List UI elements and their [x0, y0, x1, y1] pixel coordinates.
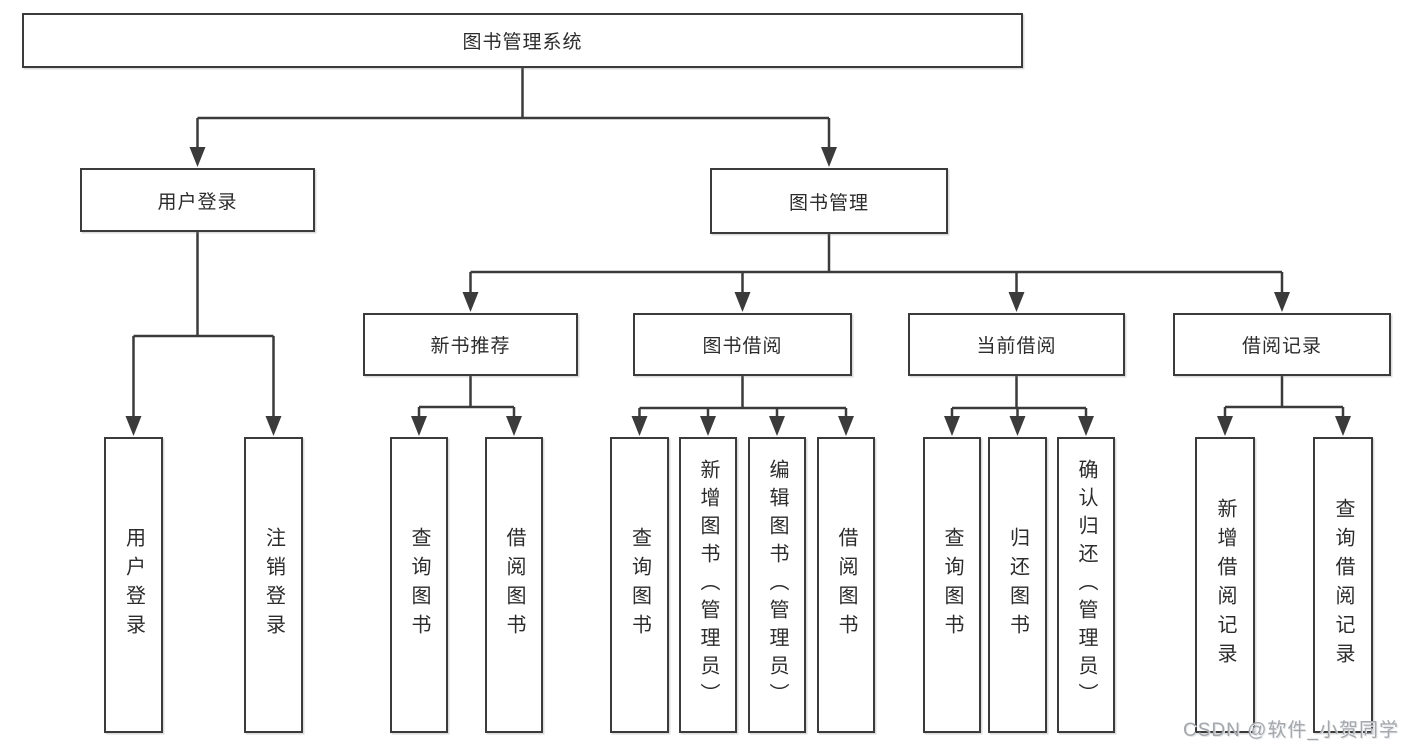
node-current-borrowing: 当前借阅 [908, 313, 1125, 376]
node-borrowing-records: 借阅记录 [1173, 313, 1391, 376]
leaf-current-query-books: 查询图书 [923, 437, 981, 733]
leaf-add-books-admin: 新增图书（管理员） [679, 437, 737, 733]
watermark-text: CSDN @软件_小贺同学 [1183, 720, 1399, 741]
leaf-add-borrow-record-label: 新增借阅记录 [1214, 498, 1236, 672]
leaf-borrowing-query-books-label: 查询图书 [628, 527, 651, 643]
leaf-query-borrow-record: 查询借阅记录 [1313, 437, 1373, 733]
leaf-add-borrow-record: 新增借阅记录 [1195, 437, 1255, 733]
node-borrowing-records-label: 借阅记录 [1241, 336, 1322, 357]
node-book-management-label: 图书管理 [788, 192, 869, 214]
leaf-current-query-books-label: 查询图书 [941, 527, 963, 643]
leaf-recommend-query-books-label: 查询图书 [408, 527, 430, 643]
leaf-user-login-label: 用户登录 [122, 527, 145, 643]
node-book-borrowing: 图书借阅 [633, 313, 852, 376]
leaf-logout-login: 注销登录 [244, 437, 303, 733]
leaf-recommend-query-books: 查询图书 [390, 437, 448, 733]
leaf-recommend-borrow-books: 借阅图书 [485, 437, 543, 733]
node-root: 图书管理系统 [22, 13, 1023, 68]
node-current-borrowing-label: 当前借阅 [976, 336, 1057, 357]
leaf-user-login: 用户登录 [104, 437, 163, 733]
leaf-borrowing-borrow-books: 借阅图书 [817, 437, 875, 733]
node-new-book-recommendation: 新书推荐 [363, 313, 578, 376]
leaf-edit-books-admin: 编辑图书（管理员） [748, 437, 806, 733]
leaf-recommend-borrow-books-label: 借阅图书 [503, 527, 525, 643]
node-root-label: 图书管理系统 [462, 32, 583, 53]
node-new-book-recommendation-label: 新书推荐 [430, 336, 511, 357]
leaf-return-books-label: 归还图书 [1006, 527, 1029, 643]
node-user-login-label: 用户登录 [157, 191, 238, 213]
leaf-confirm-return-admin-label: 确认归还（管理员） [1075, 459, 1097, 711]
leaf-borrowing-query-books: 查询图书 [610, 437, 669, 733]
leaf-confirm-return-admin: 确认归还（管理员） [1057, 437, 1115, 733]
leaf-borrowing-borrow-books-label: 借阅图书 [835, 527, 857, 643]
leaf-return-books: 归还图书 [988, 437, 1047, 733]
leaf-query-borrow-record-label: 查询借阅记录 [1332, 498, 1354, 672]
node-book-management: 图书管理 [710, 168, 948, 234]
node-book-borrowing-label: 图书借阅 [702, 336, 783, 357]
leaf-edit-books-admin-label: 编辑图书（管理员） [766, 459, 788, 711]
leaf-add-books-admin-label: 新增图书（管理员） [697, 459, 719, 711]
leaf-logout-login-label: 注销登录 [262, 527, 285, 643]
node-user-login: 用户登录 [80, 168, 315, 232]
